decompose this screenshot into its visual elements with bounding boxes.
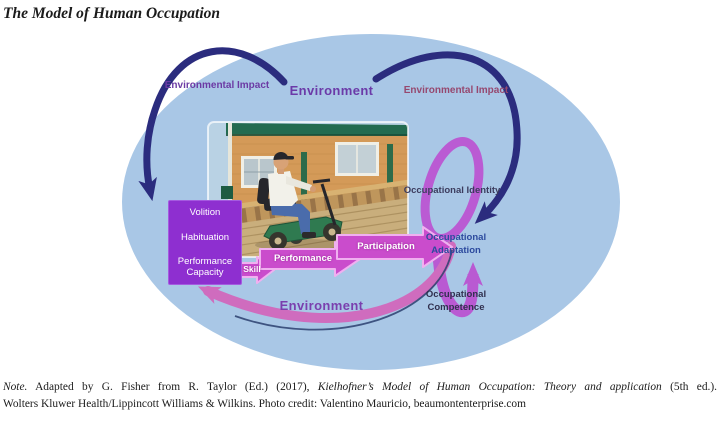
person-on-scooter [268, 151, 316, 238]
page-title: The Model of Human Occupation [3, 5, 221, 22]
note-line-2: Wolters Kluwer Health/Lippincott William… [3, 398, 526, 410]
process-arrow-performance [259, 241, 361, 277]
ribbon-upward-arrow [432, 239, 483, 318]
occupational-identity-label: Occupational Identity [403, 185, 501, 196]
component-performance-capacity: Performance Capacity [177, 256, 233, 278]
occupational-adaptation-label: Occupational Adaptation [425, 232, 487, 256]
note-line-1: Note. Adapted by G. Fisher from R. Taylo… [3, 379, 717, 396]
participation-arrow-label: Participation [357, 241, 415, 252]
environment-arc-right [372, 51, 521, 224]
figure-note: Note. Adapted by G. Fisher from R. Taylo… [3, 379, 717, 413]
note-label: Note. [3, 381, 28, 393]
environmental-impact-left-label: Environmental Impact [164, 80, 270, 91]
skill-arrow-label: Skill [243, 264, 261, 274]
note-citation-title: Kielhofner’s Model of Human Occupation: … [317, 381, 662, 393]
feedback-arc-edge [234, 249, 453, 331]
note-post-text: (5th ed.). [670, 381, 717, 393]
component-habituation: Habituation [180, 231, 230, 243]
environment-arc-left [138, 47, 288, 202]
component-volition: Volition [189, 207, 221, 218]
scooter-tiller [312, 178, 337, 226]
note-pre-text: Adapted by G. Fisher from R. Taylor (Ed.… [35, 381, 310, 393]
feedback-arc [197, 241, 456, 323]
occupational-competence-label: Occupational Competence [425, 289, 487, 313]
window-right [335, 142, 379, 176]
environment-bottom-label: Environment [279, 298, 364, 313]
environment-top-label: Environment [289, 83, 374, 98]
environmental-impact-right-label: Environmental Impact [403, 85, 509, 96]
process-arrow-participation [336, 226, 453, 268]
person-components-box: Volition Habituation Performance Capacit… [168, 200, 242, 285]
performance-arrow-label: Performance [273, 253, 333, 264]
